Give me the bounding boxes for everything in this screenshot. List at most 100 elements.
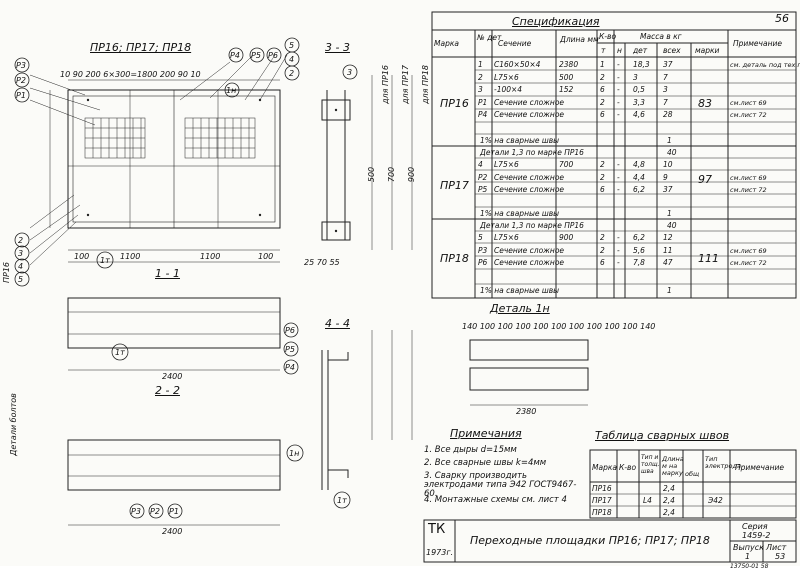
notes-title: Примечания xyxy=(450,427,522,440)
weld-h-electrode: Тип электрода xyxy=(705,455,742,470)
dim-2400-a: 2400 xyxy=(162,372,183,381)
section-1-1: 1 - 1 xyxy=(155,267,180,280)
spec-cell: Р3 xyxy=(478,245,488,255)
weld-h-qty: К-во xyxy=(619,463,637,472)
spec-h-qty: К-во xyxy=(599,32,617,41)
spec-cell: 28 xyxy=(663,110,673,119)
note-1: 1. Все дыры d=15мм xyxy=(424,445,517,455)
spec-cell: 37 xyxy=(663,185,673,194)
spec-pr16-total: 83 xyxy=(698,97,712,110)
spec-cell: - xyxy=(617,85,620,94)
note-2: 2. Все сварные швы k=4мм xyxy=(424,458,547,468)
tb-sheet: 53 xyxy=(775,552,786,561)
spec-pr16-mark: ПР16 xyxy=(440,97,469,110)
weld-row-2-len: 2,4 xyxy=(663,496,675,505)
dim-2400-b: 2400 xyxy=(162,527,183,536)
spec-cell: 4,8 xyxy=(633,160,645,169)
dim-sec33-0: для ПР16 xyxy=(381,64,391,105)
note-4: 4. Монтажные схемы см. лист 4 xyxy=(424,495,567,505)
spec-cell: 2 xyxy=(600,160,605,169)
dim-100-a: 100 xyxy=(74,252,90,261)
callout-1t: 1т xyxy=(100,256,110,265)
spec-h-note: Примечание xyxy=(733,39,782,48)
spec-cell: см.лист 72 xyxy=(730,259,767,267)
spec-cell: 6,2 xyxy=(633,233,645,242)
spec-sh-all: всех xyxy=(663,46,681,55)
spec-cell: Р5 xyxy=(478,185,488,194)
spec-cell: см.лист 69 xyxy=(730,173,767,182)
dim-detail-row: 140 100 100 100 100 100 100 100 100 100 … xyxy=(462,322,656,331)
dim-500: 500 xyxy=(367,166,377,183)
callout-1n: 1н xyxy=(226,86,237,95)
spec-h-mass: Масса в кг xyxy=(640,32,682,41)
tb-year: 1973г. xyxy=(426,548,454,557)
callout-p4: Р4 xyxy=(230,51,240,60)
spec-cell: 2380 xyxy=(559,60,579,69)
detail-title: Деталь 1н xyxy=(490,302,550,315)
tb-footer: 13750-01 58 xyxy=(730,563,769,570)
spec-cell: 18,3 xyxy=(633,60,650,69)
callout-p2: Р2 xyxy=(16,76,26,85)
callout-p1: Р1 xyxy=(16,91,26,100)
spec-h-section: Сечение xyxy=(498,39,532,48)
spec-cell: С160×50×4 xyxy=(494,60,541,69)
spec-cell: 3 xyxy=(478,85,483,94)
weld-row-3-len: 2,4 xyxy=(663,508,675,517)
weld-h-type: Тип и толщ. шва xyxy=(641,454,660,475)
spec-cell: 4 xyxy=(478,160,483,169)
spec-cell: Р2 xyxy=(478,172,488,182)
spec-title: Спецификация xyxy=(512,15,600,28)
dim-sec33-1: для ПР17 xyxy=(401,64,411,105)
spec-cell: 6 xyxy=(600,185,605,194)
spec-cell: - xyxy=(617,160,620,169)
spec-cell: 3,3 xyxy=(633,97,645,107)
spec-cell: 7 xyxy=(663,72,668,82)
callout-p6b: Р6 xyxy=(285,326,295,335)
tb-title: Переходные площадки ПР16; ПР17; ПР18 xyxy=(470,534,710,547)
spec-h-mark: Марка xyxy=(434,39,459,48)
callout-1n-b: 1н xyxy=(289,449,300,458)
callout-p4b: Р4 xyxy=(285,363,295,372)
callout-5: 5 xyxy=(289,41,295,50)
spec-h-no: № дет xyxy=(477,33,502,42)
dim-900: 900 xyxy=(407,166,417,183)
callout-p3: Р3 xyxy=(16,61,26,70)
callout-5b: 5 xyxy=(18,275,24,284)
spec-cell: 700 xyxy=(559,160,574,169)
spec-cell: -100×4 xyxy=(494,85,523,94)
spec-cell: см.лист 72 xyxy=(730,111,767,119)
tb-issue: 1 xyxy=(745,552,751,561)
spec-pr18-welds-mass: 1 xyxy=(667,286,672,295)
spec-pr17-header-mass: 40 xyxy=(667,148,677,157)
side-text: Детали болтов xyxy=(8,393,18,456)
callout-1t-b: 1т xyxy=(115,348,125,357)
spec-cell: см.лист 69 xyxy=(730,246,767,255)
weld-h-len: Длина м на марку xyxy=(662,455,684,477)
spec-sh-mark: марки xyxy=(695,46,720,55)
spec-sh-t: т xyxy=(601,46,606,55)
spec-cell: 11 xyxy=(663,245,673,255)
spec-cell: 9 xyxy=(663,172,668,182)
spec-pr17-mark: ПР17 xyxy=(440,179,469,192)
callout-p5b: Р5 xyxy=(285,345,295,354)
weld-row-1-len: 2,4 xyxy=(663,484,675,493)
spec-cell: Сечение сложное xyxy=(494,185,565,194)
callout-p6: Р6 xyxy=(268,51,278,60)
spec-cell: L75×6 xyxy=(494,72,519,82)
spec-cell: см.лист 69 xyxy=(730,98,767,107)
tb-sheet-label: Лист xyxy=(766,543,787,552)
dim-top-row: 10 90 200 6×300=1800 200 90 10 xyxy=(60,70,201,79)
weld-h-total: общ xyxy=(685,470,700,478)
spec-cell: Сечение сложное xyxy=(494,258,565,267)
spec-pr18-header-mass: 40 xyxy=(667,221,677,230)
callout-p1b: Р1 xyxy=(169,507,179,516)
spec-cell: 2 xyxy=(600,245,605,255)
dim-1100-a: 1100 xyxy=(120,252,141,261)
weld-h-mark: Марка xyxy=(592,463,617,472)
section-4-4: 4 - 4 xyxy=(325,317,350,330)
spec-cell: 3 xyxy=(633,72,638,82)
spec-cell: 4,6 xyxy=(633,110,645,119)
spec-cell: 1 xyxy=(600,60,605,69)
spec-cell: 500 xyxy=(559,72,574,82)
